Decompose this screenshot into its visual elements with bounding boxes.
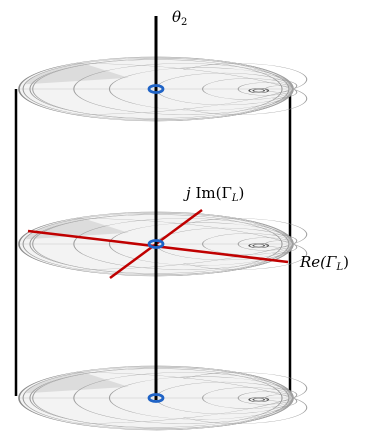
- imaginary-axis-label: j Im(ΓL): [186, 184, 245, 204]
- theta-axis-label: θ2: [172, 8, 188, 28]
- middle-center-marker: [147, 239, 165, 249]
- real-axis-label: Re(ΓL): [300, 253, 349, 273]
- bottom-center-marker: [147, 393, 165, 403]
- top-center-marker: [147, 84, 165, 94]
